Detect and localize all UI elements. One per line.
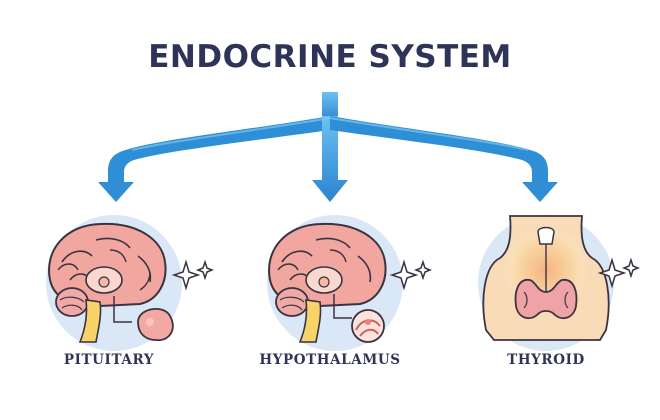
gland-label-pituitary: PITUITARY <box>63 352 155 368</box>
gland-label-hypothalamus: HYPOTHALAMUS <box>259 352 401 368</box>
pituitary-illustration <box>46 215 182 351</box>
thyroid-gland <box>514 279 578 320</box>
arrow-trunk <box>322 92 338 122</box>
arrow-right <box>330 116 558 202</box>
pituitary-gland <box>137 308 174 342</box>
arrow-center <box>312 116 348 202</box>
diagram-title: ENDOCRINE SYSTEM <box>148 39 512 75</box>
sparkle-icon <box>171 259 215 291</box>
sparkle-icon <box>597 257 641 289</box>
hypothalamus-illustration <box>267 215 403 351</box>
gland-label-thyroid: THYROID <box>507 352 585 368</box>
branch-arrows <box>98 92 558 202</box>
hypothalamus-detail <box>351 309 385 343</box>
sparkle-icon <box>389 259 433 291</box>
thyroid-illustration <box>478 215 614 351</box>
arrow-left <box>98 116 330 202</box>
